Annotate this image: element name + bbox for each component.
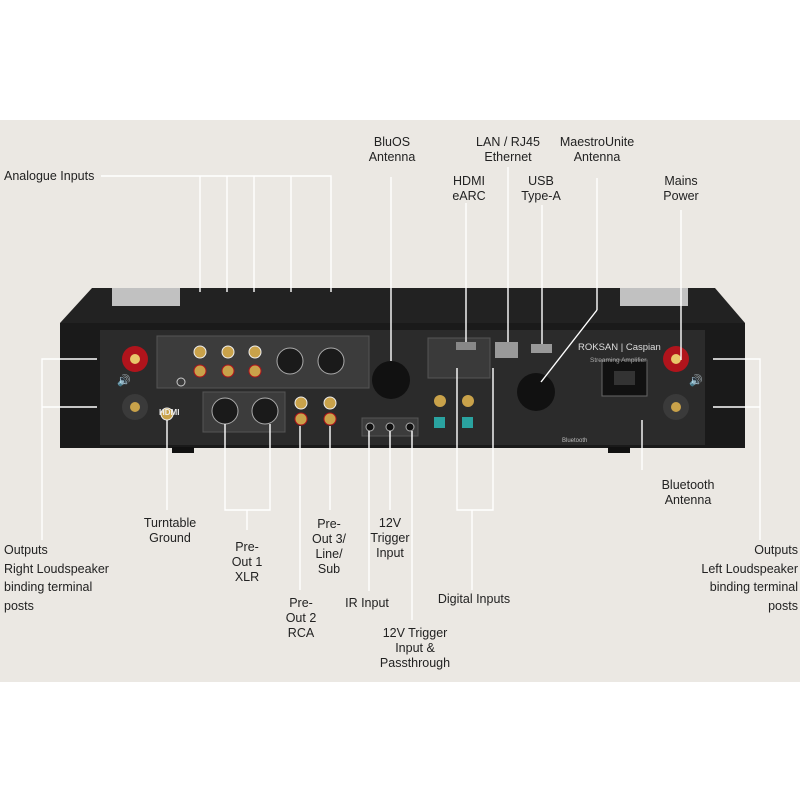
lan-rj45-port: [495, 342, 518, 358]
top-vent-right: [620, 288, 688, 306]
label-bluos-antenna: BluOS Antenna: [368, 135, 416, 164]
rca-in-2-bottom: [221, 364, 235, 378]
label-outputs-left: Outputs Left Loudspeaker binding termina…: [701, 543, 798, 613]
optical-in-2: [462, 417, 473, 428]
label-outputs-right: Outputs Right Loudspeaker binding termin…: [4, 543, 109, 613]
panel-subtitle-text: Streaming Amplifier: [590, 357, 647, 364]
rca-preout3-bottom: [323, 412, 337, 426]
phono-badge: [176, 377, 186, 387]
left-speaker-terminals: 🔊: [663, 346, 703, 420]
label-hdmi-earc: HDMI eARC: [452, 174, 486, 203]
label-lan-ethernet: LAN / RJ45 Ethernet: [476, 135, 540, 164]
xlr-preout-left: [211, 397, 239, 425]
maestrounite-antenna-port: [517, 373, 555, 411]
pre-outs-block: [160, 391, 337, 433]
panel-hdmi-logo: HDMI: [159, 408, 179, 417]
analogue-inputs-block: [156, 335, 370, 389]
label-mains-power: Mains Power: [663, 174, 699, 203]
amplifier-rear-panel-diagram: 🔊: [41, 167, 761, 620]
label-pre-out-3: Pre- Out 3/ Line/ Sub: [311, 517, 347, 576]
label-ir-input: IR Input: [345, 596, 389, 610]
foot-right: [608, 447, 630, 453]
diagram-stage: 🔊: [0, 120, 800, 682]
rca-preout2-bottom: [294, 412, 308, 426]
label-analogue-inputs: Analogue Inputs: [4, 169, 95, 183]
label-pre-out-2-rca: Pre- Out 2 RCA: [285, 596, 317, 640]
trigger-input-jack: [385, 422, 395, 432]
right-speaker-terminals: 🔊: [117, 346, 148, 420]
label-usb-type-a: USB Type-A: [521, 174, 561, 203]
chassis-top-surface: [60, 288, 745, 323]
trigger-ir-block: [361, 417, 419, 437]
coax-in-2: [462, 395, 474, 407]
rca-preout3-top: [323, 396, 337, 410]
speaker-icon-left: 🔊: [689, 373, 703, 387]
iec-socket: [614, 371, 635, 385]
label-maestrounite-antenna: MaestroUnite Antenna: [559, 135, 635, 164]
rca-in-1-top: [193, 345, 207, 359]
label-12v-trigger-passthrough: 12V Trigger Input & Passthrough: [379, 626, 451, 670]
label-bluetooth-antenna: Bluetooth Antenna: [661, 478, 715, 507]
xlr-preout-right: [251, 397, 279, 425]
xlr-in-1: [276, 347, 304, 375]
rca-in-3-bottom: [248, 364, 262, 378]
trigger-passthrough-jack: [405, 422, 415, 432]
rca-in-3-top: [248, 345, 262, 359]
hdmi-earc-port: [456, 342, 476, 350]
digital-network-block: [427, 337, 648, 428]
rca-in-1-bottom: [193, 364, 207, 378]
panel-bluetooth-mark: Bluetooth: [562, 438, 587, 444]
rca-in-2-top: [221, 345, 235, 359]
usb-type-a-port: [531, 344, 552, 353]
bluos-antenna-port: [372, 361, 410, 399]
ir-input-jack: [365, 422, 375, 432]
label-digital-inputs: Digital Inputs: [437, 592, 511, 606]
rca-preout2-top: [294, 396, 308, 410]
coax-in-1: [434, 395, 446, 407]
leader-lines: [41, 167, 761, 620]
top-vent-left: [112, 288, 180, 306]
foot-left: [172, 447, 194, 453]
panel-brand-text: ROKSAN | Caspian: [578, 342, 661, 353]
optical-in-1: [434, 417, 445, 428]
label-pre-out-1-xlr: Pre- Out 1 XLR: [231, 540, 263, 584]
xlr-in-2: [317, 347, 345, 375]
speaker-icon-right: 🔊: [117, 373, 131, 387]
label-12v-trigger-input: 12V Trigger Input: [370, 516, 410, 560]
label-turntable-ground: Turntable Ground: [143, 516, 197, 545]
